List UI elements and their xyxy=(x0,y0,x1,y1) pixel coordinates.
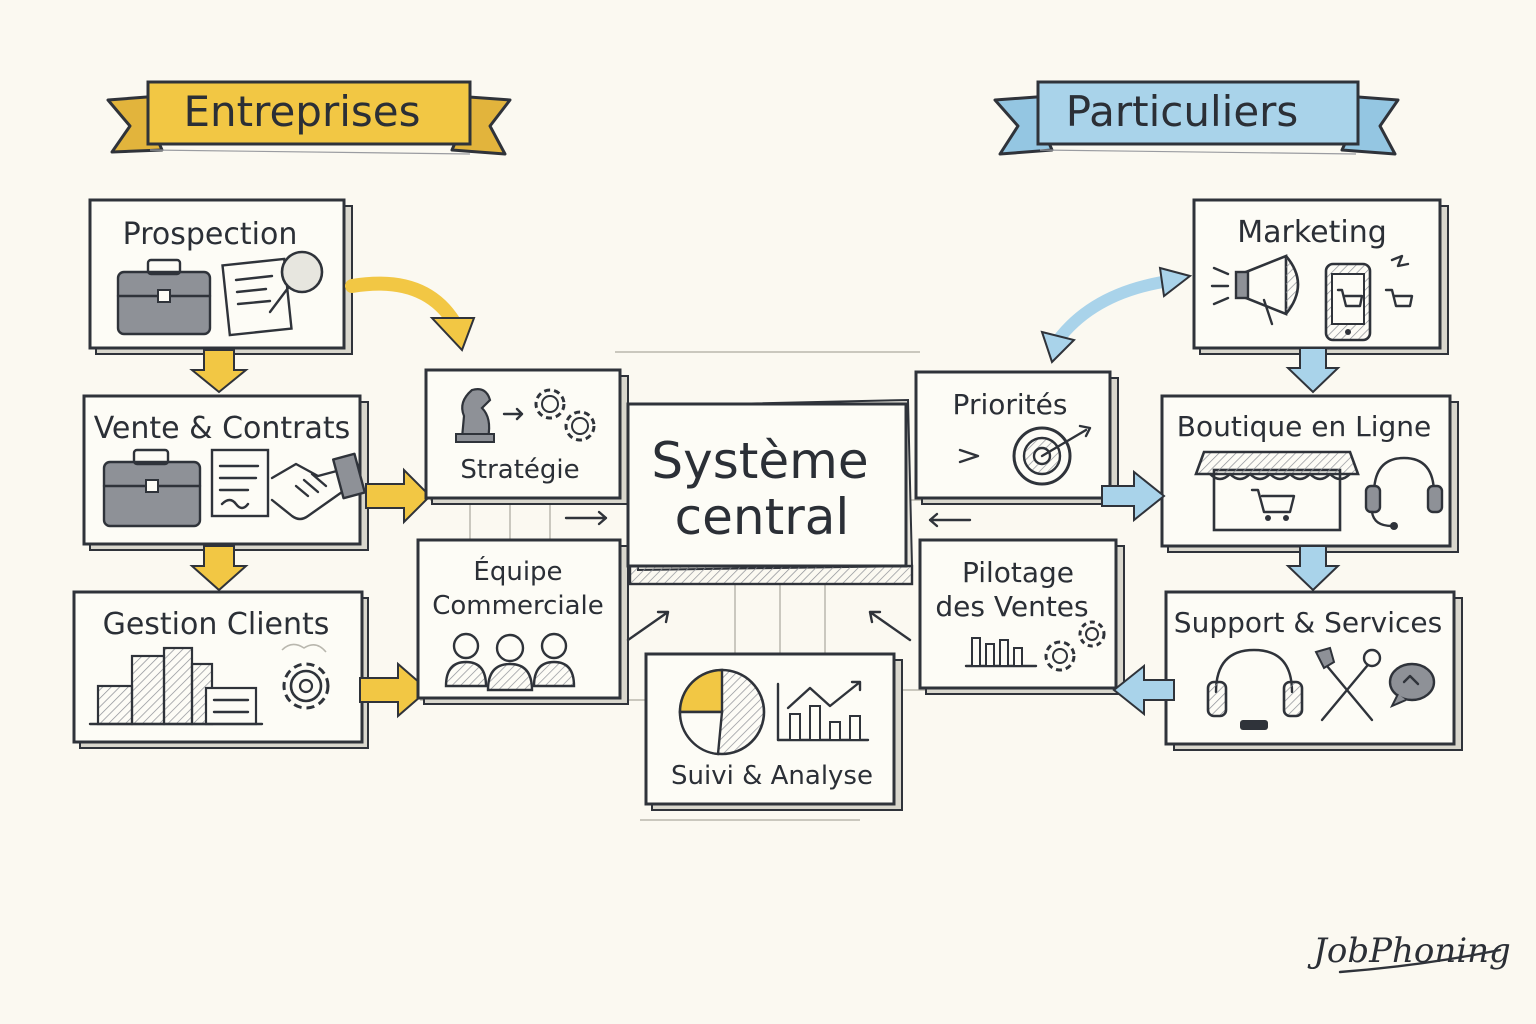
bar-chart-icon xyxy=(964,637,1038,668)
gear-icon xyxy=(281,643,330,710)
box-support-services: Support & Services xyxy=(1164,590,1463,751)
buildings-icon xyxy=(88,646,264,726)
box-priorites: Priorités xyxy=(914,370,1119,505)
team-people-icon xyxy=(444,632,576,692)
ribbon-particuliers: Particuliers xyxy=(993,80,1400,156)
box-boutique-en-ligne: Boutique en Ligne xyxy=(1160,394,1459,553)
storefront-icon xyxy=(1194,450,1360,532)
tools-icon xyxy=(1314,646,1382,722)
box-systeme-central: Système central xyxy=(626,398,914,586)
line-bar-chart-icon xyxy=(776,680,870,742)
ribbon-entreprises: Entreprises xyxy=(106,80,512,156)
arrow-vente-to-strategie xyxy=(365,467,432,525)
box-label-pilotage-line2: des Ventes xyxy=(935,590,1088,623)
center-label-line1: Système xyxy=(651,432,868,490)
box-label-equipe-line1: Équipe xyxy=(473,555,562,587)
center-label-line2: central xyxy=(675,488,850,546)
box-label-priorites: Priorités xyxy=(953,388,1068,421)
chess-knight-icon xyxy=(455,388,495,443)
arrow-priorites-to-boutique xyxy=(1101,469,1166,523)
box-label-marketing: Marketing xyxy=(1237,215,1387,250)
ribbon-label-entreprises: Entreprises xyxy=(183,87,420,136)
ribbon-label-particuliers: Particuliers xyxy=(1066,87,1299,136)
pie-chart-icon xyxy=(678,668,766,756)
chat-bubble-icon xyxy=(1388,662,1436,708)
arrow-marketing-to-priorites xyxy=(1040,266,1193,364)
headset-icon xyxy=(1364,456,1444,530)
gears-icon xyxy=(1044,620,1106,672)
headset-icon xyxy=(1206,648,1304,730)
briefcase-icon xyxy=(102,448,202,528)
box-pilotage-ventes: Pilotage des Ventes xyxy=(918,538,1125,695)
arrow-support-to-pilotage xyxy=(1112,663,1175,717)
box-label-strategie: Stratégie xyxy=(460,455,579,485)
box-label-prospection: Prospection xyxy=(123,217,298,252)
box-equipe-commerciale: Équipe Commerciale xyxy=(416,538,629,705)
arrow-vente-to-gestion xyxy=(189,545,249,592)
arrow-prospection-to-vente xyxy=(189,349,249,394)
box-label-boutique: Boutique en Ligne xyxy=(1177,410,1432,443)
box-label-suivi-analyse: Suivi & Analyse xyxy=(671,761,873,791)
document-magnifier-icon xyxy=(221,250,324,337)
box-strategie: Stratégie xyxy=(424,368,629,505)
box-label-equipe-line2: Commerciale xyxy=(432,591,604,621)
gears-icon xyxy=(534,388,596,442)
box-prospection: Prospection xyxy=(88,198,353,355)
box-gestion-clients: Gestion Clients xyxy=(72,590,369,749)
box-label-gestion-clients: Gestion Clients xyxy=(103,607,330,642)
briefcase-icon xyxy=(116,258,212,336)
box-label-vente-contrats: Vente & Contrats xyxy=(94,411,351,446)
arrow-prospection-to-strategie xyxy=(345,276,476,352)
box-label-support: Support & Services xyxy=(1174,606,1442,639)
smartphone-cart-icon xyxy=(1324,254,1414,342)
target-arrow-icon xyxy=(958,424,1092,486)
box-vente-contrats: Vente & Contrats xyxy=(82,394,369,551)
box-marketing: Marketing xyxy=(1192,198,1449,355)
arrow-boutique-to-support xyxy=(1285,545,1341,592)
handshake-icon xyxy=(270,452,367,521)
brand-logo: JobPhoning xyxy=(1307,931,1511,974)
box-suivi-analyse: Suivi & Analyse xyxy=(644,652,903,811)
box-label-pilotage-line1: Pilotage xyxy=(962,556,1074,589)
arrow-gestion-to-equipe xyxy=(359,661,430,719)
megaphone-icon xyxy=(1210,254,1300,326)
contract-icon xyxy=(210,448,270,518)
arrow-marketing-to-boutique xyxy=(1285,347,1341,394)
